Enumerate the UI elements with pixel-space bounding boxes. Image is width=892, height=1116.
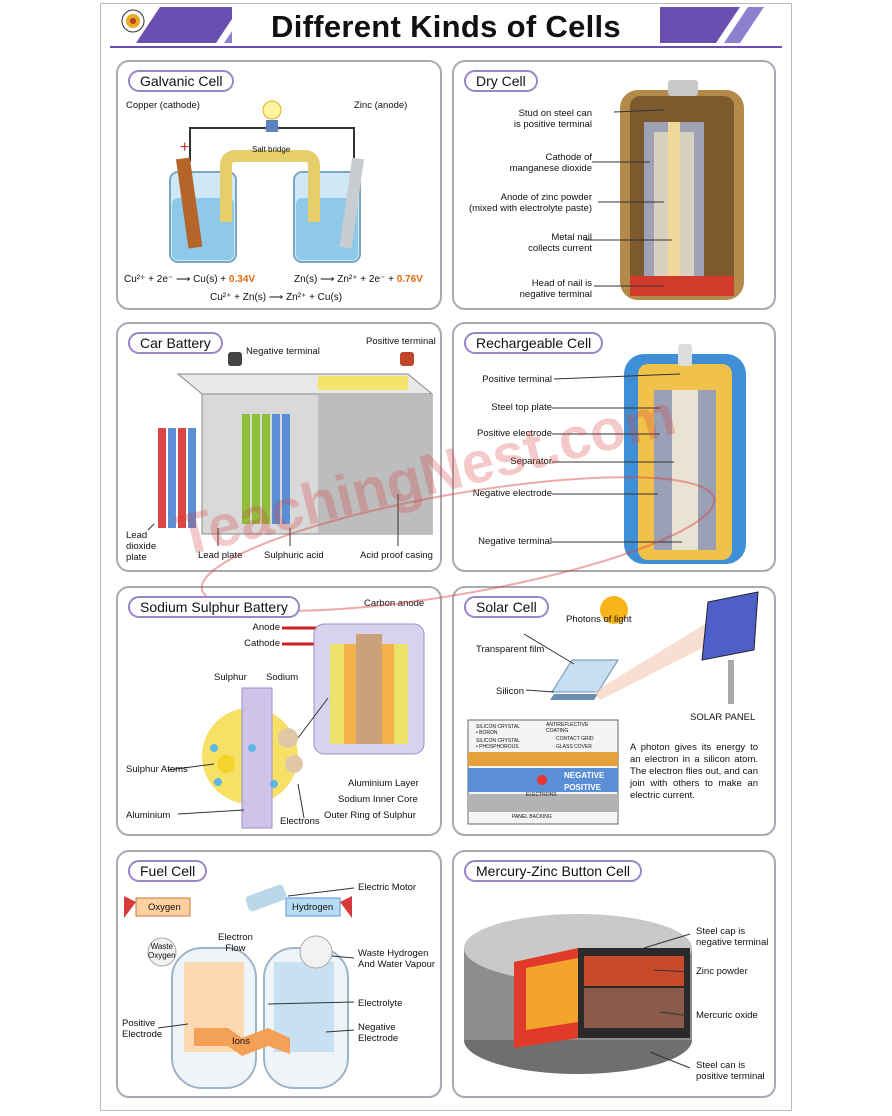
panel-title: Solar Cell	[464, 596, 549, 618]
glass-cover-label: GLASS COVER	[556, 744, 592, 750]
sulphur-label: Sulphur	[214, 672, 247, 683]
contact-grid-label: CONTACT GRID	[556, 736, 594, 742]
aluminium-layer-label: Aluminium Layer	[348, 778, 419, 789]
dry-cell-label-head: Head of nail is negative terminal	[519, 278, 592, 300]
dry-cell-label-cathode: Cathode of manganese dioxide	[509, 152, 592, 174]
panel-rechargeable-cell: Rechargeable Cell Positive terminal Stee…	[452, 322, 776, 572]
solar-description: A photon gives its energy to an electron…	[630, 742, 758, 801]
panel-title: Fuel Cell	[128, 860, 208, 882]
car-battery-diagram	[147, 352, 434, 546]
solar-panel-label: SOLAR PANEL	[690, 712, 756, 723]
panel-title: Car Battery	[128, 332, 223, 354]
silicon-boron-label: SILICON CRYSTAL • BORON	[476, 724, 520, 736]
sulphur-atoms-label: Sulphur Atoms	[126, 764, 188, 775]
panel-title: Galvanic Cell	[128, 70, 235, 92]
electric-motor-label: Electric Motor	[358, 882, 417, 893]
silicon-label: Silicon	[496, 686, 524, 697]
equation-copper: Cu²⁺ + 2e⁻ ⟶ Cu(s) + 0.34V	[124, 274, 256, 285]
waste-hydrogen-label: Waste Hydrogen And Water Vapour	[358, 948, 436, 970]
fuel-cell-diagram	[124, 884, 355, 1089]
panel-title: Sodium Sulphur Battery	[128, 596, 300, 618]
sodium-label: Sodium	[266, 672, 299, 683]
electron-flow-label: Electron Flow	[218, 932, 253, 954]
aluminium-label: Aluminium	[126, 810, 171, 821]
panel-dry-cell: Dry Cell Stud on steel can is positive t…	[452, 60, 776, 310]
sodium-inner-core-label: Sodium Inner Core	[338, 794, 418, 805]
silicon-phosphorous-label: SILICON CRYSTAL • PHOSPHOROUS	[476, 738, 520, 750]
rechargeable-cell-diagram	[552, 344, 746, 564]
sulphuric-acid-label: Sulphuric acid	[264, 550, 324, 561]
negative-terminal-label: Negative terminal	[246, 346, 320, 357]
outer-ring-sulphur-label: Outer Ring of Sulphur	[324, 810, 416, 821]
solar-cell-diagram	[467, 591, 759, 825]
panel-sodium-sulphur-battery: Sodium Sulphur Battery Carbon anode Anod…	[116, 586, 442, 836]
svg-text:+: +	[180, 139, 189, 156]
negative-layer-label: NEGATIVE	[564, 771, 605, 780]
rechargeable-label-negative-terminal: Negative terminal	[478, 536, 552, 547]
page-title: Different Kinds of Cells	[271, 9, 621, 44]
equation-zinc: Zn(s) ⟶ Zn²⁺ + 2e⁻ + 0.76V	[294, 274, 423, 285]
sodium-sulphur-diagram	[167, 623, 425, 829]
antireflective-label: ANTIREFLECTIVE COATING	[546, 722, 589, 734]
rechargeable-label-steel-top-plate: Steel top plate	[491, 402, 552, 413]
carbon-anode-label: Carbon anode	[364, 598, 425, 609]
panel-solar-cell: Solar Cell Photons of light Transparent …	[452, 586, 776, 836]
zinc-powder-label: Zinc powder	[696, 966, 748, 977]
dry-cell-diagram	[584, 80, 744, 300]
watermark: TeachingNest.com	[158, 382, 718, 612]
steel-cap-label: Steel cap is negative terminal	[696, 926, 769, 948]
positive-electrode-label: Positive Electrode	[122, 1018, 163, 1040]
zinc-anode-label: Zinc (anode)	[354, 100, 408, 111]
transparent-film-label: Transparent film	[476, 644, 545, 655]
steel-can-label: Steel can is positive terminal	[696, 1060, 765, 1082]
ions-label: Ions	[232, 1036, 250, 1047]
dry-cell-label-stud: Stud on steel can is positive terminal	[513, 108, 592, 130]
rechargeable-label-positive-terminal: Positive terminal	[482, 374, 552, 385]
salt-bridge-label: Salt bridge	[252, 145, 291, 154]
panel-title: Mercury-Zinc Button Cell	[464, 860, 643, 882]
positive-layer-label: POSITIVE	[564, 783, 601, 792]
rechargeable-label-negative-electrode: Negative electrode	[472, 488, 552, 499]
galvanic-cell-diagram: +	[169, 100, 365, 263]
lead-plate-label: Lead plate	[198, 550, 243, 561]
cathode-label: Cathode	[244, 638, 280, 649]
acid-proof-casing-label: Acid proof casing	[360, 550, 433, 561]
photons-of-light-label: Photons of light	[566, 614, 632, 625]
positive-terminal-label: Positive terminal	[366, 336, 436, 347]
panel-car-battery: Car Battery Negative terminal Positive t…	[116, 322, 442, 572]
mercury-cell-diagram	[464, 914, 692, 1074]
panel-title: Dry Cell	[464, 70, 538, 92]
watermark-swoosh	[200, 476, 716, 612]
panel-backing-label: PANEL BACKING	[512, 814, 552, 820]
oxygen-label: Oxygen	[148, 902, 181, 913]
copper-cathode-label: Copper (cathode)	[126, 100, 200, 111]
waste-oxygen-label: Waste Oxygen	[148, 942, 176, 960]
rechargeable-label-separator: Separator	[510, 456, 552, 467]
anode-label: Anode	[252, 622, 280, 633]
mercuric-oxide-label: Mercuric oxide	[696, 1010, 758, 1021]
negative-electrode-label: Negative Electrode	[358, 1022, 399, 1044]
equation-overall: Cu²⁺ + Zn(s) ⟶ Zn²⁺ + Cu(s)	[210, 292, 343, 303]
panel-mercury-zinc-button-cell: Mercury-Zinc Button Cell Steel cap is ne…	[452, 850, 776, 1098]
electrons-layer-label: ELECTRONS	[526, 792, 557, 798]
dry-cell-label-nail: Metal nail collects current	[528, 232, 592, 254]
panel-title: Rechargeable Cell	[464, 332, 604, 354]
panel-galvanic-cell: Galvanic Cell + Copper (cathode) Zinc (a…	[116, 60, 442, 310]
electrolyte-label: Electrolyte	[358, 998, 403, 1009]
electrons-label: Electrons	[280, 816, 320, 827]
lead-dioxide-plate-label: Lead dioxide plate	[126, 530, 157, 563]
dry-cell-label-anode: Anode of zinc powder (mixed with electro…	[468, 192, 592, 214]
header: Different Kinds of Cells	[100, 3, 792, 51]
panel-fuel-cell: Fuel Cell Oxygen Hydrogen Electric Motor…	[116, 850, 442, 1098]
rechargeable-label-positive-electrode: Positive electrode	[477, 428, 552, 439]
header-decoration	[110, 5, 782, 48]
hydrogen-label: Hydrogen	[292, 902, 334, 913]
